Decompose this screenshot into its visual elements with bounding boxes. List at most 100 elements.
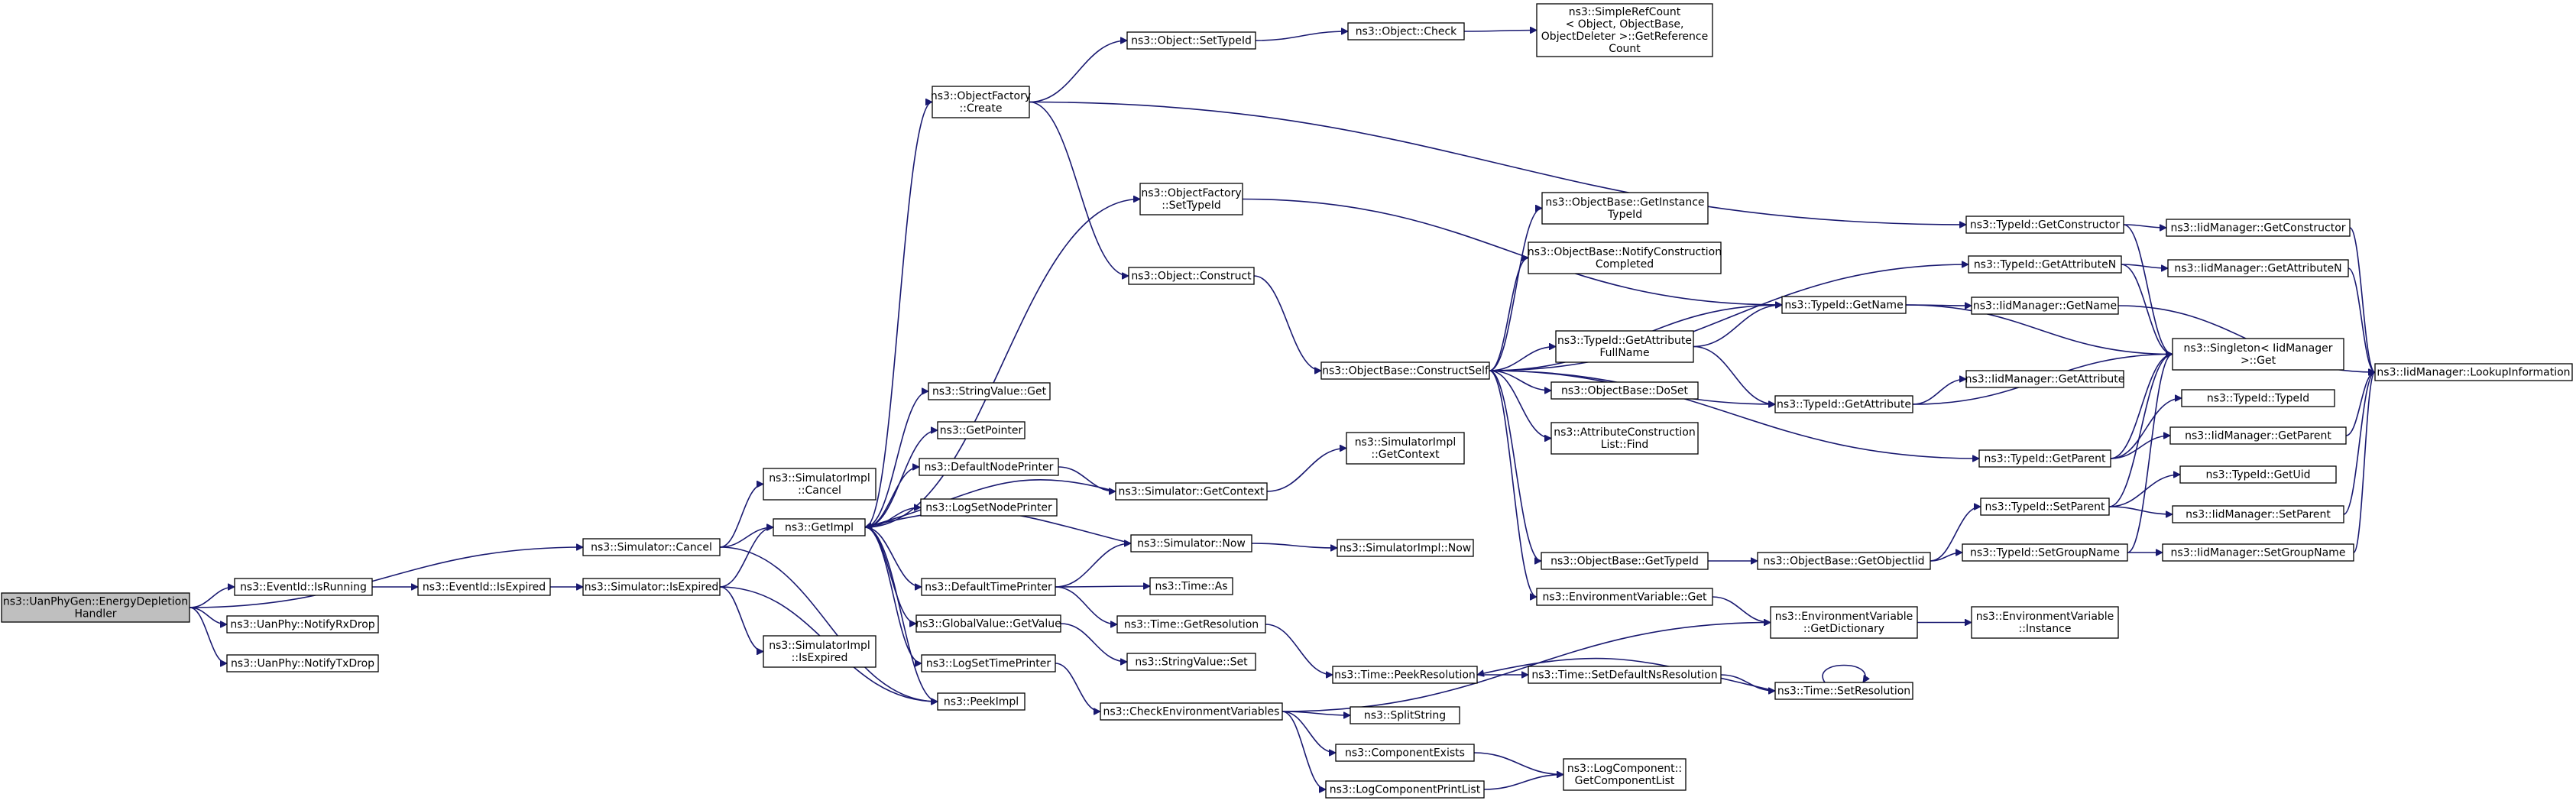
node-box (2181, 389, 2335, 407)
node-defaulttimeprinter[interactable]: ns3::DefaultTimePrinter (921, 578, 1056, 596)
node-eventisexpired[interactable]: ns3::EventId::IsExpired (417, 578, 551, 596)
node-box (763, 468, 876, 501)
node-simimplgetcontext[interactable]: ns3::SimulatorImpl::GetContext (1346, 432, 1465, 465)
node-simnow[interactable]: ns3::Simulator::Now (1130, 534, 1252, 553)
node-iidlookup[interactable]: ns3::IidManager::LookupInformation (2374, 363, 2573, 381)
node-simcancel[interactable]: ns3::Simulator::Cancel (582, 538, 721, 556)
node-logsetnodeprinter[interactable]: ns3::LogSetNodePrinter (920, 498, 1058, 517)
node-objbasegetobjectiid[interactable]: ns3::ObjectBase::GetObjectIid (1757, 552, 1931, 570)
node-typeidgetuid[interactable]: ns3::TypeId::GetUid (2179, 465, 2337, 484)
node-objsettypeid[interactable]: ns3::Object::SetTypeId (1126, 31, 1256, 50)
node-typeidsetgroupname[interactable]: ns3::TypeId::SetGroupName (1962, 543, 2128, 562)
node-notifytx[interactable]: ns3::UanPhy::NotifyTxDrop (226, 654, 379, 672)
node-box (932, 86, 1030, 118)
node-objbaseconstructself[interactable]: ns3::ObjectBase::ConstructSelf (1320, 361, 1490, 380)
node-typeidgetconstructor[interactable]: ns3::TypeId::GetConstructor (1965, 216, 2124, 234)
node-timesetdefaultns[interactable]: ns3::Time::SetDefaultNsResolution (1528, 666, 1722, 684)
node-envget[interactable]: ns3::EnvironmentVariable::Get (1536, 588, 1713, 606)
node-simgetcontext[interactable]: ns3::Simulator::GetContext (1115, 482, 1268, 501)
node-typeidgetattr[interactable]: ns3::TypeId::GetAttribute (1774, 395, 1913, 413)
node-objbasegettypeid[interactable]: ns3::ObjectBase::GetTypeId (1541, 552, 1709, 570)
node-label: ns3::StringValue::Get (932, 386, 1047, 398)
node-objbasedoset[interactable]: ns3::ObjectBase::DoSet (1550, 381, 1699, 400)
node-simisexpired[interactable]: ns3::Simulator::IsExpired (582, 578, 721, 596)
node-typeidgetname[interactable]: ns3::TypeId::GetName (1781, 296, 1907, 314)
node-envinstance[interactable]: ns3::EnvironmentVariable::Instance (1971, 606, 2119, 639)
edge-typeidgetconstructor-to-iidgetconstructor (2123, 224, 2166, 228)
node-typeidtypeid[interactable]: ns3::TypeId::TypeId (2181, 389, 2335, 407)
node-timepeekres[interactable]: ns3::Time::PeekResolution (1332, 666, 1478, 684)
node-box (1320, 361, 1490, 380)
node-notifyrx[interactable]: ns3::UanPhy::NotifyRxDrop (226, 615, 379, 634)
edge-objbasegetobjectiid-to-typeidsetparent (1930, 507, 1981, 562)
node-label: ns3::LogSetNodePrinter (925, 502, 1052, 514)
node-typeidgetparent[interactable]: ns3::TypeId::GetParent (1978, 449, 2111, 468)
node-label: ns3::ObjectFactory (1141, 187, 1241, 199)
node-getpointer[interactable]: ns3::GetPointer (937, 421, 1026, 439)
node-timeas[interactable]: ns3::Time::As (1149, 577, 1233, 595)
node-typeidgetattrn[interactable]: ns3::TypeId::GetAttributeN (1968, 255, 2122, 274)
node-simplerefcount[interactable]: ns3::SimpleRefCount< Object, ObjectBase,… (1536, 3, 1713, 57)
node-iidgetname[interactable]: ns3::IidManager::GetName (1971, 297, 2119, 315)
node-iidgetparent[interactable]: ns3::IidManager::GetParent (2169, 426, 2347, 445)
node-eventisrunning[interactable]: ns3::EventId::IsRunning (234, 578, 373, 596)
node-iidgetconstructor[interactable]: ns3::IidManager::GetConstructor (2166, 219, 2351, 237)
node-stringvalueget[interactable]: ns3::StringValue::Get (928, 382, 1051, 400)
node-logsettimeprinter[interactable]: ns3::LogSetTimePrinter (921, 654, 1056, 672)
edge-objbaseconstructself-to-objbasegettypeid (1489, 370, 1542, 561)
node-box (2172, 505, 2344, 523)
node-objfactorysettypeid[interactable]: ns3::ObjectFactory::SetTypeId (1139, 183, 1243, 216)
node-label: Count (1609, 43, 1641, 55)
node-box (1980, 497, 2110, 516)
node-stringvalueset[interactable]: ns3::StringValue::Set (1126, 653, 1256, 671)
node-box (1962, 543, 2128, 562)
node-box (1550, 422, 1699, 455)
node-label: ns3::SimulatorImpl (769, 640, 870, 652)
node-label: ns3::EventId::IsExpired (423, 582, 546, 594)
node-label: ns3::TypeId::GetAttribute (1777, 399, 1911, 411)
node-componentexists[interactable]: ns3::ComponentExists (1335, 744, 1475, 762)
node-box (1541, 552, 1709, 570)
node-splitstring[interactable]: ns3::SplitString (1350, 706, 1460, 724)
node-objcheck[interactable]: ns3::Object::Check (1347, 22, 1465, 41)
node-label: ns3::Object::Check (1356, 26, 1457, 38)
edge-typeidgetattrn-to-iidgetattrn (2121, 264, 2168, 268)
node-timesetres[interactable]: ns3::Time::SetResolution (1774, 682, 1913, 700)
node-checkenv[interactable]: ns3::CheckEnvironmentVariables (1100, 702, 1283, 721)
node-box (920, 498, 1058, 517)
node-iidgetattrn[interactable]: ns3::IidManager::GetAttributeN (2167, 259, 2349, 277)
node-peekimpl[interactable]: ns3::PeekImpl (937, 692, 1026, 711)
edge-defaulttimeprinter-to-timeas (1055, 586, 1150, 587)
edge-typeidgetparent-to-typeidtypeid (2110, 398, 2182, 459)
node-objfactorycreate[interactable]: ns3::ObjectFactory::Create (931, 86, 1031, 118)
node-simimplisexpired[interactable]: ns3::SimulatorImpl::IsExpired (763, 635, 876, 668)
node-globalvalueget[interactable]: ns3::GlobalValue::GetValue (915, 614, 1061, 633)
node-box (582, 578, 721, 596)
node-iidsetgroupname[interactable]: ns3::IidManager::SetGroupName (2162, 543, 2354, 562)
node-objbasenotify[interactable]: ns3::ObjectBase::NotifyConstructionCompl… (1528, 241, 1722, 274)
node-iidgetattr[interactable]: ns3::IidManager::GetAttribute (1965, 370, 2125, 388)
node-singletonget[interactable]: ns3::Singleton< IidManager>::Get (2172, 338, 2344, 371)
node-box (2374, 363, 2573, 381)
node-box (763, 635, 876, 668)
node-label: ns3::LogComponentPrintList (1330, 784, 1481, 796)
node-typeidsetparent[interactable]: ns3::TypeId::SetParent (1980, 497, 2110, 516)
node-defaultnodeprinter[interactable]: ns3::DefaultNodePrinter (919, 458, 1059, 476)
node-simimplcancel[interactable]: ns3::SimulatorImpl::Cancel (763, 468, 876, 501)
node-label: ns3::TypeId::GetName (1784, 300, 1903, 312)
node-envgetdict[interactable]: ns3::EnvironmentVariable::GetDictionary (1770, 606, 1918, 639)
node-timegetres[interactable]: ns3::Time::GetResolution (1116, 615, 1266, 634)
node-iidsetparent[interactable]: ns3::IidManager::SetParent (2172, 505, 2344, 523)
node-simimplnow[interactable]: ns3::SimulatorImpl::Now (1337, 539, 1474, 557)
node-getimpl[interactable]: ns3::GetImpl (773, 518, 866, 536)
node-label: FullName (1599, 347, 1649, 359)
node-box (1541, 192, 1709, 225)
node-logcompgetlist[interactable]: ns3::LogComponent::GetComponentList (1563, 758, 1687, 791)
node-objconstruct[interactable]: ns3::Object::Construct (1128, 267, 1255, 285)
node-logcompprintlist[interactable]: ns3::LogComponentPrintList (1325, 780, 1485, 799)
node-label: ns3::IidManager::GetAttribute (1965, 374, 2125, 386)
